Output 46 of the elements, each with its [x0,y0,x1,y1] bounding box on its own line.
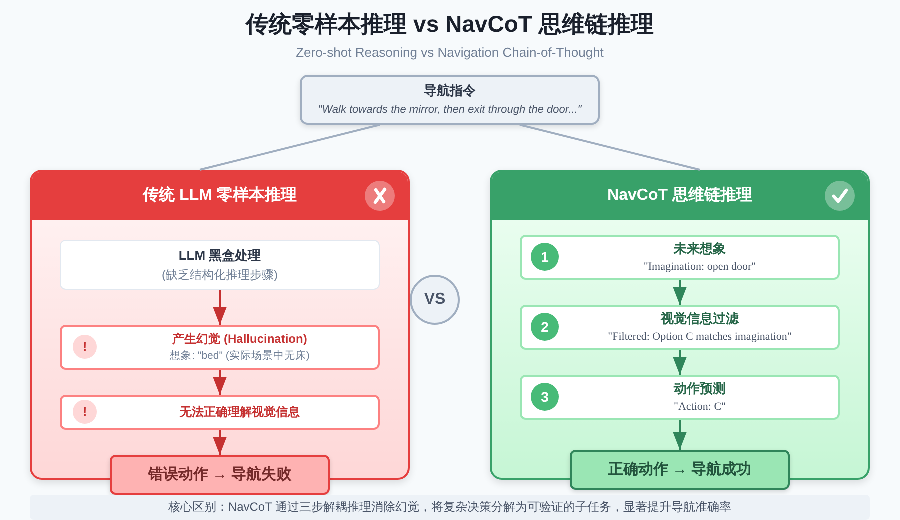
alert-badge: ! [73,400,97,424]
alert-badge: ! [73,335,97,359]
instruction-quote: "Walk towards the mirror, then exit through the door..." [318,104,582,117]
step-title: 未来想象 [674,240,726,256]
warning-note: 想象: "bed" (实际场景中无床) [170,350,310,363]
step-number-badge: 2 [531,313,559,341]
warning-box [60,395,380,430]
summary-band [30,495,870,520]
process-box [60,240,380,290]
comparison-panel [30,170,410,480]
warning-title: 产生幻觉 (Hallucination) [172,332,308,346]
step-title: 动作预测 [674,380,726,396]
step-box [520,235,840,280]
result-box [110,455,330,495]
panel-title: NavCoT 思维链推理 [608,186,752,206]
step-number-badge: 3 [531,383,559,411]
process-title: LLM 黑盒处理 [178,248,262,264]
summary-note: 核心区别：NavCoT 通过三步解耦推理消除幻觉，将复杂决策分解为可验证的子任务，显著提升导航准确率 [168,500,732,515]
flow-arrow [213,370,227,395]
step-number-badge: 1 [531,243,559,271]
connector-line [520,124,700,171]
subtitle: Zero-shot Reasoning vs Navigation Chain-of-Thought [296,45,604,61]
warning-title: 无法正确理解视觉信息 [180,405,300,420]
warning-box [60,325,380,370]
step-box [520,375,840,420]
step-note: "Filtered: Option C matches imagination" [608,331,792,344]
result-box [570,450,790,490]
instruction-box [300,75,600,125]
flow-arrow [673,420,687,450]
instruction-heading: 导航指令 [424,83,476,99]
result-text: 正确动作 → 导航成功 [608,461,752,479]
connector-line [200,124,380,171]
diagram-title: 传统零样本推理 vs NavCoT 思维链推理 [246,11,654,39]
comparison-panel [490,170,870,480]
flow-arrow [673,280,687,305]
panel-title: 传统 LLM 零样本推理 [143,186,297,206]
vs-circle: VS [410,275,460,325]
flow-arrow [673,350,687,375]
step-title: 视觉信息过滤 [661,310,739,326]
step-box [520,305,840,350]
process-note: (缺乏结构化推理步骤) [162,268,278,282]
step-note: "Imagination: open door" [644,261,756,274]
result-text: 错误动作 → 导航失败 [148,466,292,484]
flow-arrow [213,290,227,325]
step-note: "Action: C" [674,401,726,414]
flow-arrow [213,430,227,455]
